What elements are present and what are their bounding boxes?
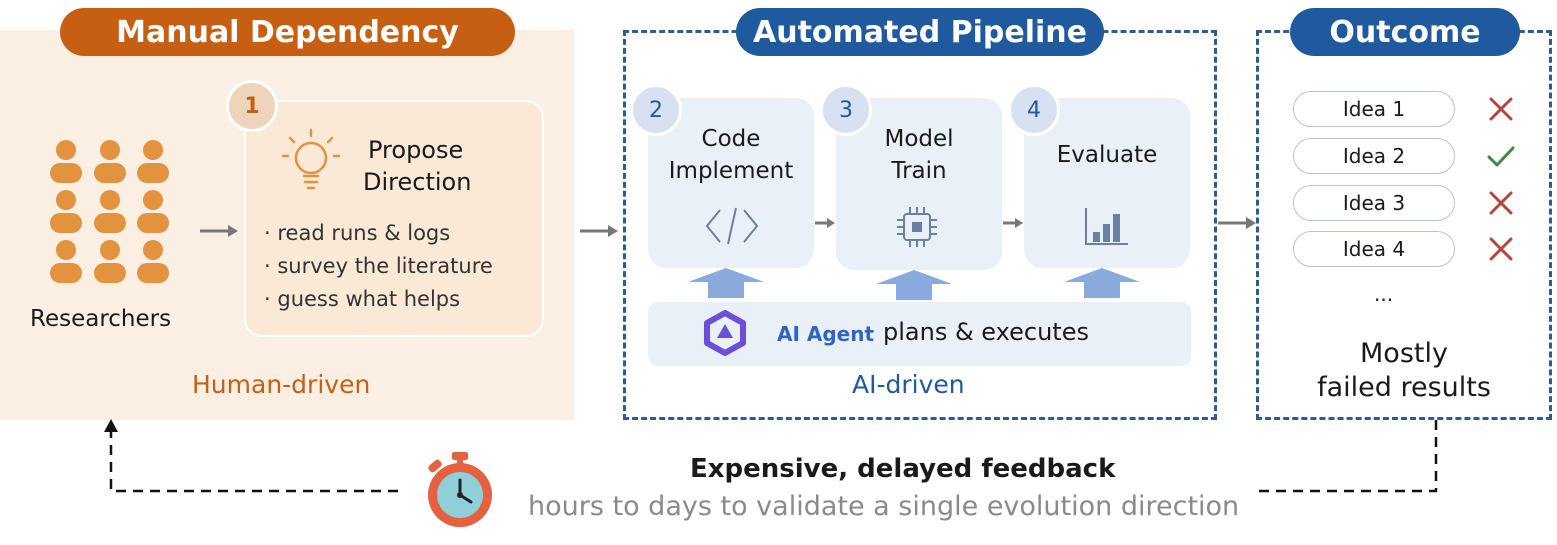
idea-pill: Idea 3 (1293, 185, 1455, 221)
researchers-label: Researchers (30, 306, 172, 332)
outcome-summary-line2: failed results (1317, 372, 1491, 403)
bullet-item: · read runs & logs (264, 221, 451, 245)
idea-pill: Idea 4 (1293, 231, 1455, 267)
idea-pill: Idea 2 (1293, 138, 1455, 174)
manual-title: Manual Dependency (60, 8, 515, 56)
lightbulb-icon (281, 128, 341, 190)
step-3-badge: 3 (820, 84, 872, 136)
human-driven-label: Human-driven (192, 370, 371, 399)
bullet-item: · guess what helps (264, 287, 461, 311)
person-icon (94, 190, 126, 233)
researchers-icon (50, 140, 169, 283)
model-train-line2: Train (891, 158, 947, 184)
agent-logo-icon (704, 310, 746, 356)
propose-direction-card (244, 100, 544, 337)
cross-icon (1489, 237, 1513, 261)
arrow-right-icon (1218, 217, 1256, 229)
person-icon (50, 190, 82, 233)
ai-driven-label: AI-driven (852, 370, 965, 399)
propose-title-line2: Direction (363, 168, 472, 196)
outcome-title: Outcome (1290, 8, 1520, 56)
cross-icon (1489, 97, 1513, 121)
step-4-badge: 4 (1008, 84, 1060, 136)
person-icon (137, 140, 169, 183)
ideas-ellipsis: ... (1374, 282, 1394, 306)
pipeline-title: Automated Pipeline (736, 8, 1104, 56)
code-implement-line2: Implement (668, 158, 794, 184)
arrow-right-icon (815, 218, 835, 228)
arrow-up-icon (688, 268, 764, 298)
propose-title-line1: Propose (368, 136, 464, 164)
person-icon (94, 240, 126, 283)
ai-agent-bar (648, 302, 1191, 366)
agent-name: AI Agent (777, 322, 875, 346)
step-1-badge: 1 (226, 80, 278, 132)
arrow-right-icon (580, 225, 618, 237)
stopwatch-icon (428, 452, 492, 527)
arrow-up-icon (1064, 268, 1140, 298)
cross-icon (1489, 191, 1513, 215)
feedback-title: Expensive, delayed feedback (690, 454, 1116, 484)
evaluate-label: Evaluate (1056, 142, 1158, 168)
model-train-line1: Model (884, 126, 954, 152)
outcome-summary-line1: Mostly (1360, 338, 1448, 369)
idea-pill: Idea 1 (1293, 91, 1455, 127)
arrow-right-icon (200, 225, 238, 237)
person-icon (50, 240, 82, 283)
chip-icon (897, 207, 937, 247)
person-icon (94, 140, 126, 183)
step-2-badge: 2 (630, 84, 682, 136)
feedback-subtitle: hours to days to validate a single evolu… (528, 491, 1240, 522)
person-icon (137, 190, 169, 233)
code-icon (705, 207, 759, 245)
agent-text: plans & executes (883, 318, 1089, 346)
code-implement-line1: Code (701, 126, 761, 152)
arrow-up-icon (876, 270, 952, 300)
bullet-item: · survey the literature (264, 254, 493, 278)
bar-chart-icon (1085, 208, 1128, 245)
check-icon (1487, 146, 1515, 167)
arrow-right-icon (1003, 218, 1023, 228)
person-icon (50, 140, 82, 183)
person-icon (137, 240, 169, 283)
